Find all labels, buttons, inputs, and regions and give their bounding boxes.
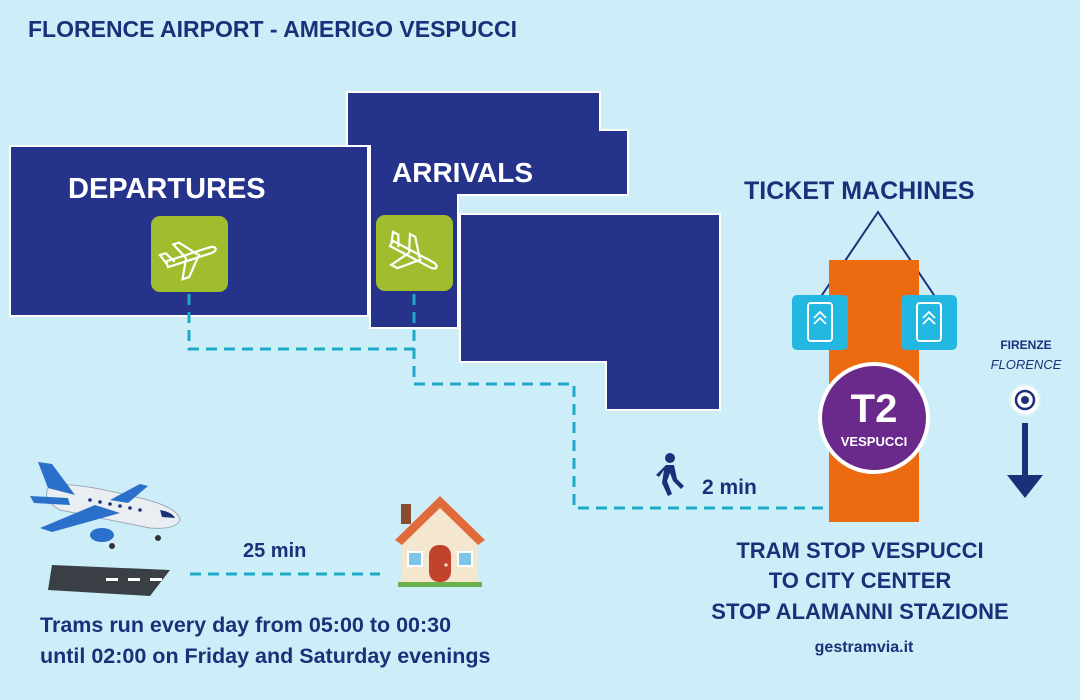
walk-time: 2 min	[702, 476, 757, 499]
airplane-illustration	[30, 462, 181, 549]
direction-line-1: FIRENZE	[1000, 338, 1051, 352]
ticket-machine-right	[901, 295, 957, 350]
house-illustration	[395, 496, 485, 587]
ride-time: 25 min	[243, 540, 306, 562]
arrivals-label: ARRIVALS	[392, 157, 533, 188]
runway-illustration	[48, 565, 170, 596]
tram-stop-info-line-2: TO CITY CENTER	[769, 568, 952, 593]
departures-label: DEPARTURES	[68, 173, 266, 205]
tram-line-label: T2	[851, 387, 898, 431]
ticket-machines-label: TICKET MACHINES	[744, 177, 975, 205]
ticket-machine-left	[792, 295, 848, 350]
tram-stop-info-line-1: TRAM STOP VESPUCCI	[736, 538, 983, 563]
schedule-line-2: until 02:00 on Friday and Saturday eveni…	[40, 644, 490, 668]
schedule-line-1: Trams run every day from 05:00 to 00:30	[40, 613, 451, 637]
departures-sign	[151, 216, 228, 292]
ticket-machine-icon	[807, 302, 833, 342]
t2-stop-badge: T2 VESPUCCI	[818, 362, 930, 474]
website-link[interactable]: gestramvia.it	[815, 639, 914, 656]
direction-indicator: FIRENZE FLORENCE	[991, 338, 1062, 498]
walking-path	[187, 294, 828, 510]
location-target-icon	[1009, 384, 1041, 416]
tram-stop-info-line-3: STOP ALAMANNI STAZIONE	[711, 599, 1008, 624]
page-title: FLORENCE AIRPORT - AMERIGO VESPUCCI	[28, 16, 517, 42]
down-arrow-icon	[1007, 423, 1043, 498]
walking-person-icon	[656, 453, 684, 496]
arrivals-sign	[376, 215, 453, 291]
ticket-machine-icon	[916, 302, 942, 342]
arrival-plane-icon	[388, 230, 438, 270]
direction-line-2: FLORENCE	[991, 357, 1062, 372]
terminal-buildings: DEPARTURES ARRIVALS	[9, 91, 721, 411]
tram-stop-name: VESPUCCI	[841, 434, 907, 449]
departure-plane-icon	[158, 241, 217, 281]
gate-building	[459, 213, 721, 411]
